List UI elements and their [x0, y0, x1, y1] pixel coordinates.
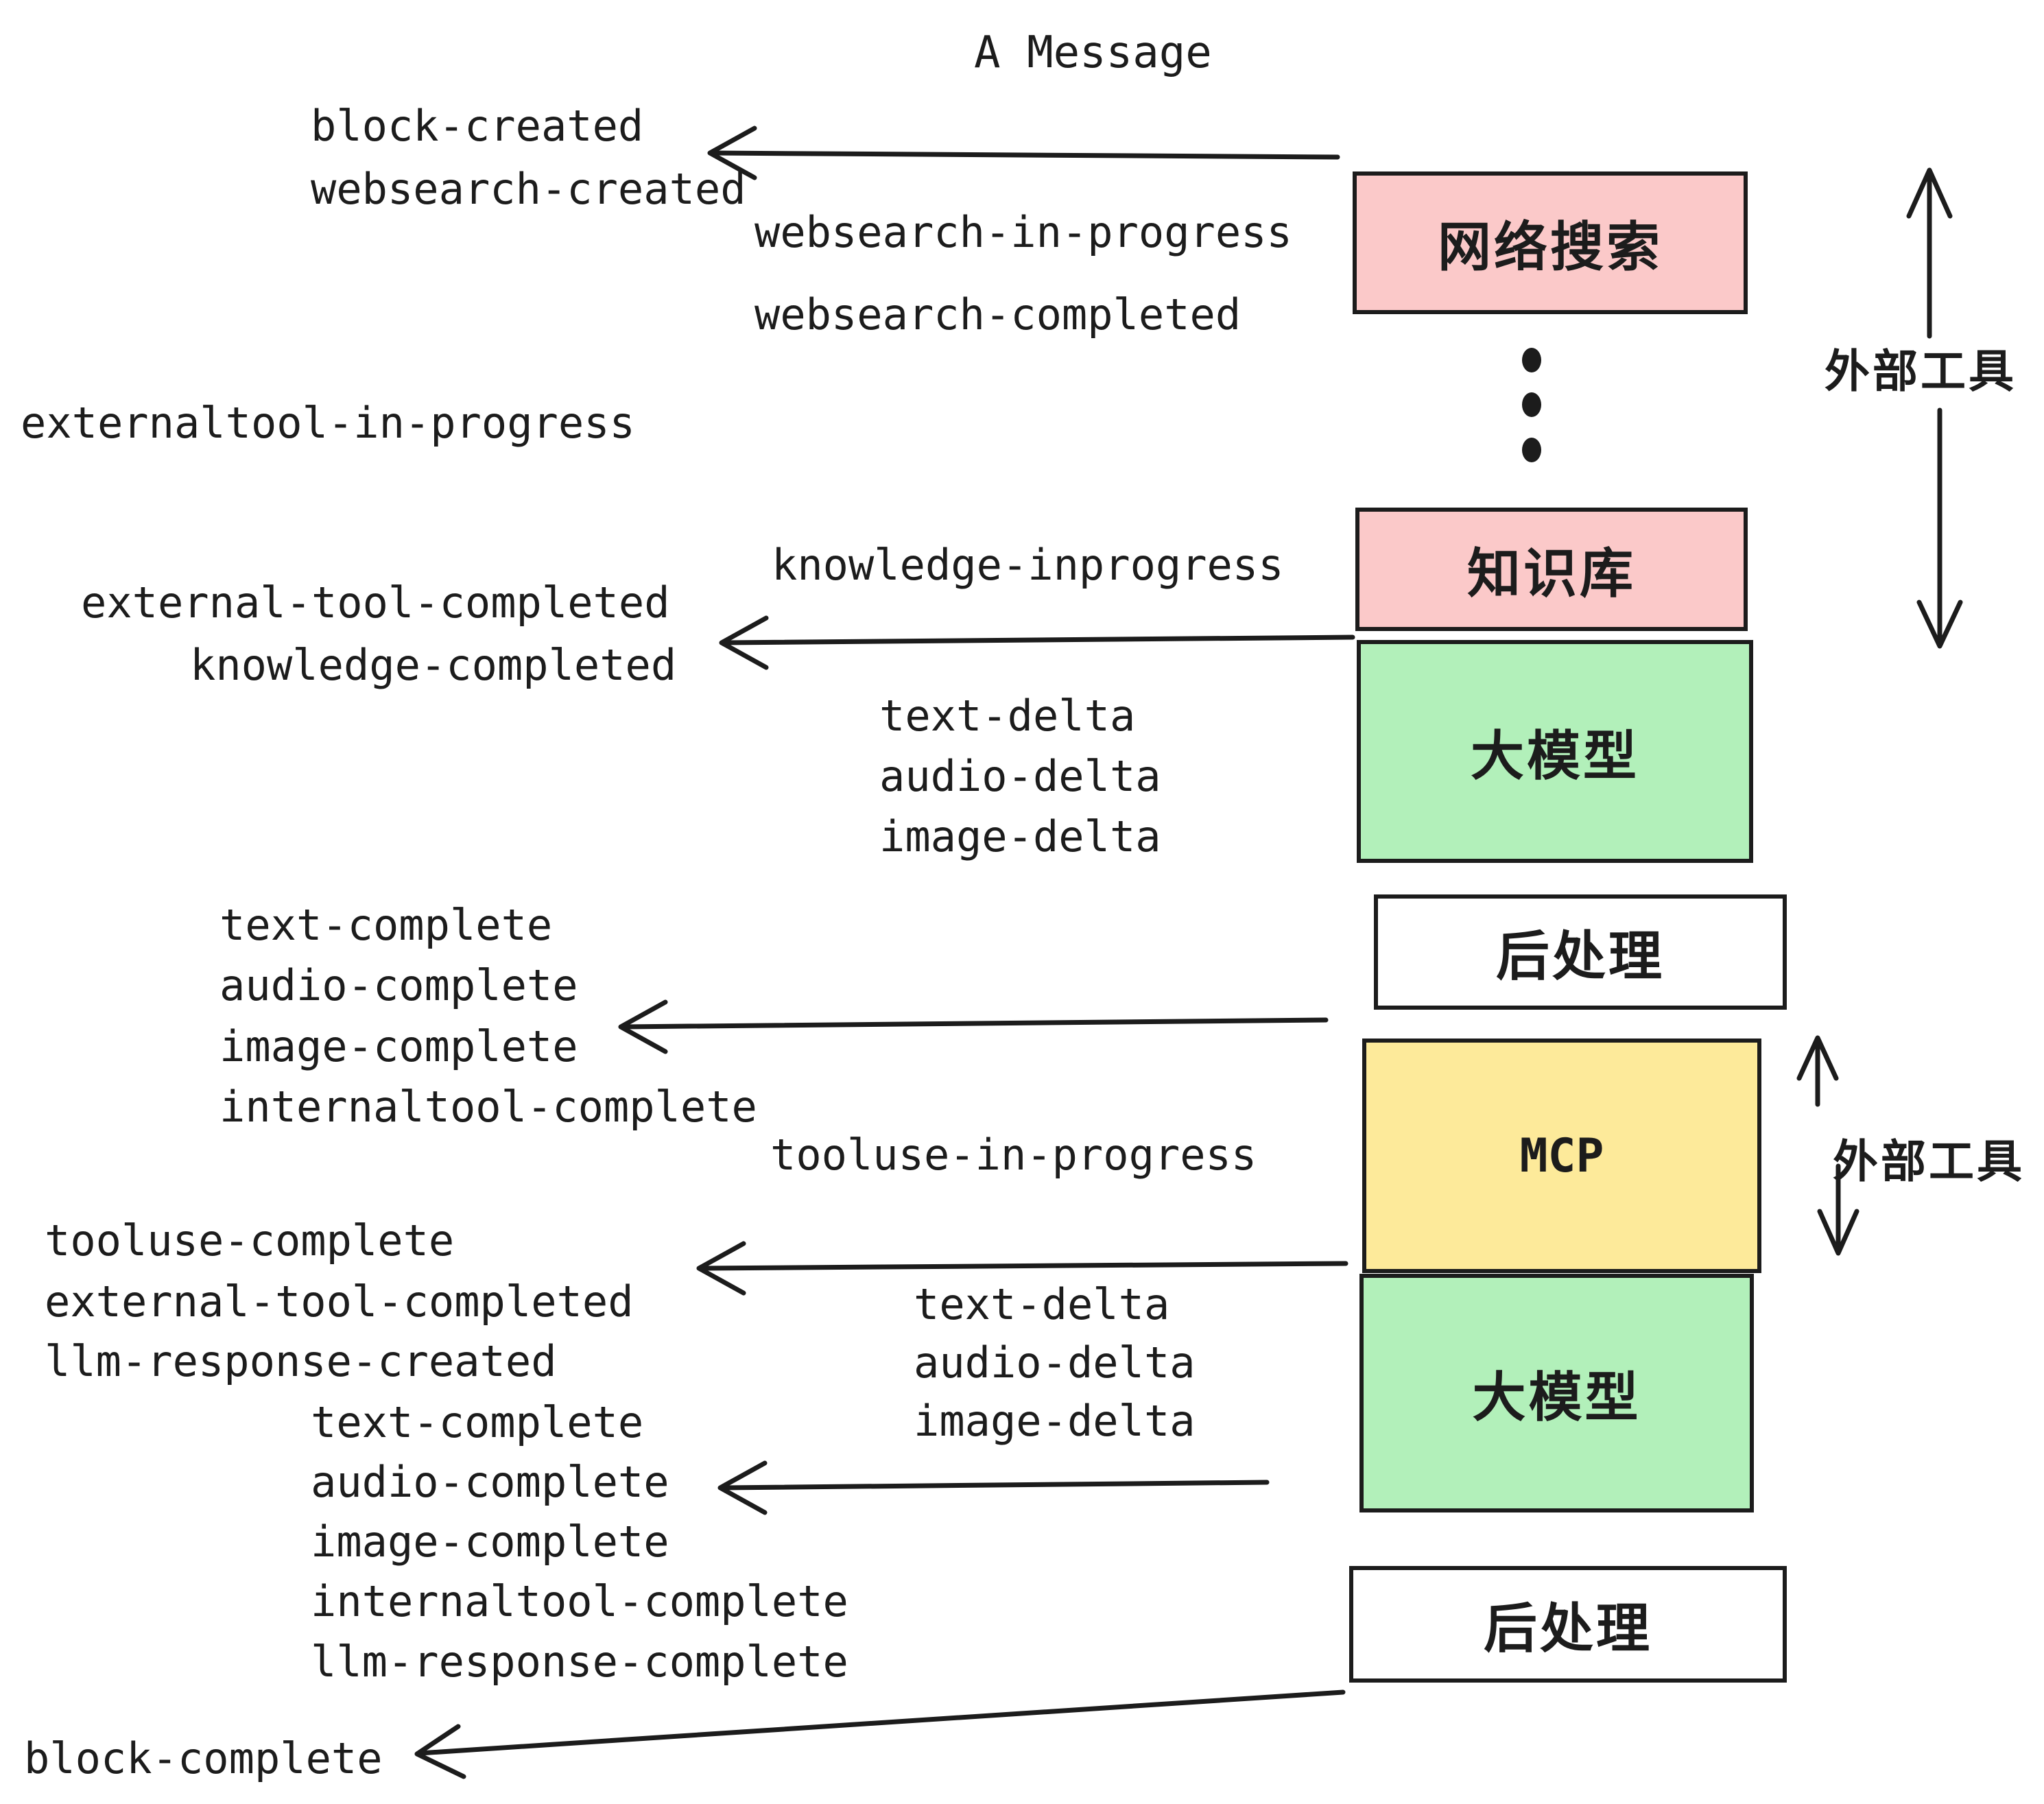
event-websearch-completed: websearch-completed [754, 289, 1241, 340]
event-llm-response-complete: llm-response-complete [311, 1637, 848, 1687]
ellipsis-dot-3 [1522, 438, 1541, 462]
event-image-complete-2: image-complete [311, 1517, 669, 1567]
box-postprocess-2: 后处理 [1349, 1566, 1787, 1683]
event-image-delta: image-delta [879, 811, 1161, 862]
box-mcp: MCP [1362, 1039, 1761, 1273]
arrow-websearch-to-block-created-icon [707, 126, 1340, 180]
event-image-delta-2: image-delta [914, 1396, 1196, 1446]
external-tools-label-1: 外部工具 [1825, 346, 2017, 396]
arrow-llm2-to-audio-complete-icon [717, 1460, 1270, 1515]
event-audio-complete-2: audio-complete [311, 1457, 669, 1507]
arrow-postprocess-to-image-complete-icon [618, 999, 1329, 1054]
event-external-tool-completed: external-tool-completed [81, 578, 670, 628]
event-llm-response-created: llm-response-created [45, 1336, 557, 1386]
event-block-created: block-created [311, 101, 644, 151]
diagram-title: A Message [974, 27, 1212, 78]
box-mcp-label: MCP [1519, 1128, 1604, 1183]
box-llm-1: 大模型 [1357, 640, 1753, 863]
ellipsis-dot-1 [1522, 348, 1541, 372]
event-knowledge-completed: knowledge-completed [190, 640, 677, 690]
external-tools-up-arrow-2-icon [1796, 1035, 1839, 1107]
event-text-delta-2: text-delta [914, 1279, 1170, 1329]
event-text-delta: text-delta [879, 691, 1136, 741]
box-postprocess-2-label: 后处理 [1483, 1598, 1652, 1659]
event-block-complete: block-complete [24, 1733, 383, 1783]
event-audio-delta: audio-delta [879, 751, 1161, 801]
box-postprocess-1: 后处理 [1374, 894, 1787, 1010]
event-websearch-in-progress: websearch-in-progress [754, 207, 1292, 257]
box-websearch: 网络搜索 [1353, 171, 1748, 314]
external-tools-label-2: 外部工具 [1833, 1136, 2025, 1187]
event-tooluse-complete: tooluse-complete [45, 1215, 455, 1266]
arrow-postprocess2-to-block-complete-icon [414, 1689, 1346, 1779]
event-text-complete: text-complete [219, 900, 553, 950]
external-tools-up-arrow-1-icon [1906, 167, 1953, 339]
box-websearch-label: 网络搜索 [1437, 217, 1663, 277]
event-audio-complete: audio-complete [219, 960, 578, 1010]
box-knowledge: 知识库 [1355, 508, 1748, 631]
event-externaltool-in-progress: externaltool-in-progress [21, 398, 635, 448]
box-postprocess-1-label: 后处理 [1495, 926, 1665, 986]
event-websearch-created: websearch-created [311, 164, 746, 214]
box-knowledge-label: 知识库 [1466, 543, 1636, 604]
box-llm-1-label: 大模型 [1470, 725, 1639, 786]
event-tooluse-in-progress: tooluse-in-progress [770, 1130, 1257, 1180]
event-knowledge-inprogress: knowledge-inprogress [772, 540, 1284, 590]
event-external-tool-completed-2: external-tool-completed [45, 1277, 634, 1327]
ellipsis-dot-2 [1522, 392, 1541, 417]
event-image-complete: image-complete [219, 1021, 578, 1071]
event-internaltool-complete-2: internaltool-complete [311, 1576, 848, 1626]
arrow-llm-to-knowledge-completed-icon [719, 615, 1355, 670]
event-audio-delta-2: audio-delta [914, 1338, 1196, 1388]
external-tools-down-arrow-1-icon [1916, 407, 1963, 649]
box-llm-2: 大模型 [1359, 1274, 1754, 1512]
event-internaltool-complete: internaltool-complete [219, 1082, 757, 1132]
event-text-complete-2: text-complete [311, 1397, 644, 1447]
box-llm-2-label: 大模型 [1472, 1367, 1641, 1427]
